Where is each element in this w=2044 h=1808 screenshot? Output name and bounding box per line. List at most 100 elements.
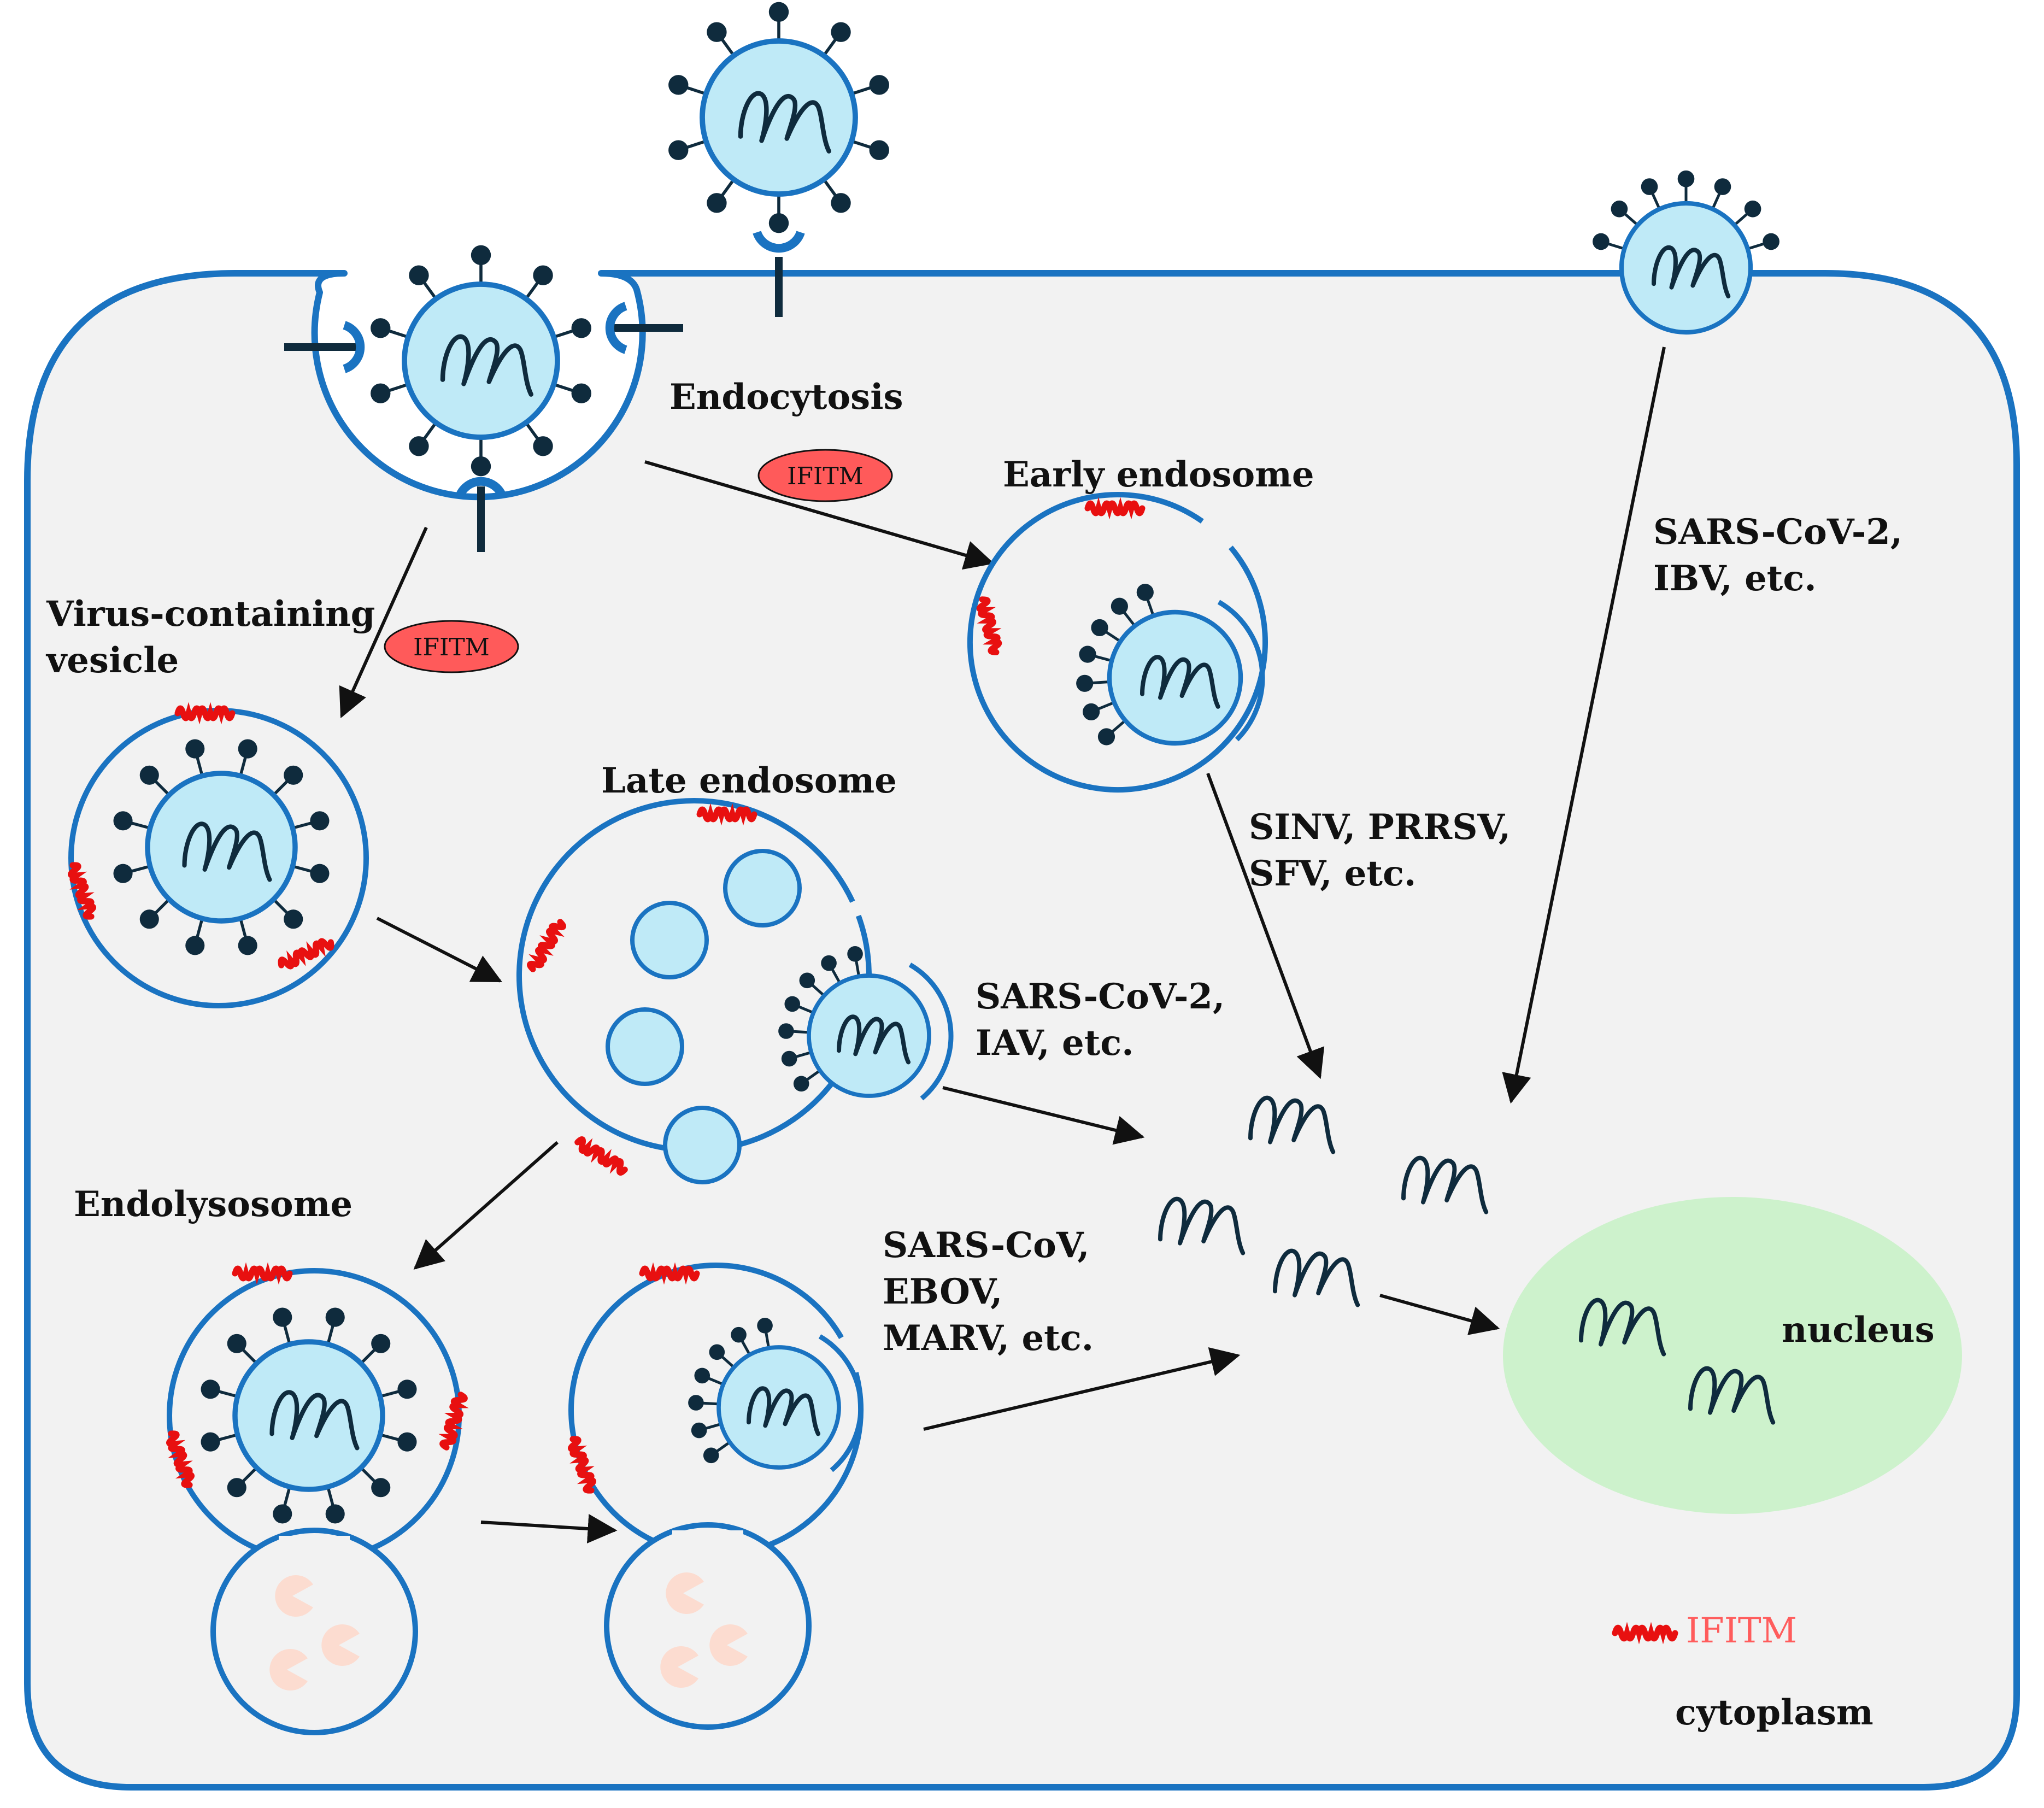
spike-knob (227, 1478, 246, 1498)
released-rna (1158, 1095, 1776, 1425)
legend-ifitm-icon (1612, 1622, 1678, 1645)
virion-envelope (700, 38, 858, 197)
ifitm-tag-vesicle: IFITM (384, 620, 519, 673)
endosome-membrane (967, 491, 1268, 793)
rna-icon (738, 91, 831, 154)
receptor-cup (343, 321, 365, 373)
lysosome-membrane (604, 1522, 812, 1730)
intraluminal-vesicle (606, 1007, 684, 1086)
lysosome-enzyme (709, 1624, 748, 1666)
spike-knob (688, 1395, 704, 1411)
ifitm-mark (232, 1262, 293, 1285)
intraluminal-vesicle (723, 849, 802, 928)
rna-icon (1273, 1248, 1360, 1307)
spike-knob (869, 75, 889, 95)
receptor-cup (455, 477, 507, 499)
route-direct-2: IBV, etc. (1653, 558, 1817, 599)
spike-knob (238, 936, 257, 955)
spike-knob (185, 936, 205, 955)
intraluminal-vesicle (630, 901, 709, 979)
spike-knob (201, 1380, 220, 1399)
spike-knob (310, 864, 330, 883)
ifitm-mark (527, 919, 566, 972)
spike-knob (238, 739, 257, 759)
spike-knob (668, 140, 689, 160)
label-cytoplasm: cytoplasm (1675, 1692, 1873, 1733)
spike-knob (185, 739, 205, 759)
ifitm-mark (166, 1430, 195, 1488)
free-virion (668, 2, 889, 233)
label-early-endosome: Early endosome (1003, 454, 1314, 495)
arrow-endolysosome-next (480, 1514, 618, 1543)
lysosome-enzyme (660, 1646, 698, 1688)
spike-knob (1744, 200, 1761, 218)
virion-envelope (1107, 609, 1243, 746)
spike-knob (113, 811, 133, 831)
spike-knob (793, 1076, 809, 1092)
route-early-2: SFV, etc. (1249, 853, 1416, 894)
virion-envelope (145, 771, 298, 924)
label-endolysosome: Endolysosome (74, 1184, 353, 1225)
spike-knob (139, 765, 159, 785)
spike-knob (781, 1050, 797, 1067)
rna-icon (1652, 245, 1731, 298)
spike-knob (707, 22, 727, 42)
spike-knob (707, 193, 727, 213)
ifitm-mark (438, 1392, 469, 1451)
spike-knob (1076, 674, 1094, 692)
spike-knob (371, 1334, 391, 1353)
rna-icon (1158, 1196, 1246, 1255)
spike-knob (409, 265, 429, 285)
ifitm-tag-label: IFITM (787, 462, 864, 490)
lysosome-enzyme (269, 1648, 308, 1691)
ifitm-tag-endocytosis: IFITM (757, 449, 893, 502)
rna-icon (1579, 1298, 1666, 1357)
arrow-late-release (942, 1086, 1145, 1145)
ifitm-mark (174, 702, 236, 725)
arrow-vesicle (339, 526, 428, 719)
lysosome-membrane (210, 1528, 418, 1735)
inner-membrane (908, 962, 954, 1101)
spike-knob (371, 318, 391, 338)
spike-knob (325, 1307, 345, 1327)
route-late-1: SARS-CoV-2, (976, 976, 1225, 1017)
route-lys-2: EBOV, (883, 1271, 1002, 1312)
spike-knob (1611, 200, 1628, 218)
rna-icon (837, 1014, 911, 1065)
rna-icon (1688, 1366, 1776, 1425)
spike-knob (409, 436, 429, 456)
arrow-lys-release (923, 1347, 1241, 1431)
endolysosome-right (568, 1262, 864, 1730)
spike-knob (533, 436, 553, 456)
spike-knob (784, 996, 801, 1012)
rna-icon (269, 1390, 360, 1451)
lysosome-enzyme (321, 1624, 360, 1666)
inner-membrane (1217, 600, 1265, 742)
spike-knob (273, 1504, 292, 1524)
rna-icon (747, 1386, 821, 1436)
spike-knob (571, 383, 591, 403)
label-nucleus: nucleus (1782, 1310, 1935, 1351)
spike-knob (1763, 233, 1779, 250)
spike-knob (113, 864, 133, 883)
early-virion (1076, 584, 1243, 746)
arrow-direct (1502, 347, 1666, 1104)
lysosome-enzyme (275, 1575, 313, 1617)
spike-knob (799, 972, 815, 989)
ifitm-mark (68, 862, 96, 920)
route-direct-1: SARS-CoV-2, (1653, 512, 1902, 553)
pit-virion (371, 245, 591, 477)
spike-knob (397, 1380, 417, 1399)
rna-icon (182, 821, 272, 882)
spike-knob (471, 456, 491, 477)
label-endocytosis: Endocytosis (669, 377, 903, 418)
arrows (339, 347, 1666, 1543)
spike-knob (1677, 170, 1695, 187)
spike-knob (668, 75, 689, 95)
spike-knob (397, 1432, 417, 1452)
arrow-to-late (376, 917, 503, 983)
spike-knob (768, 213, 789, 233)
receptor-cup (605, 302, 627, 354)
spike-knob (1097, 728, 1115, 745)
endolysosome-left (166, 1262, 469, 1735)
